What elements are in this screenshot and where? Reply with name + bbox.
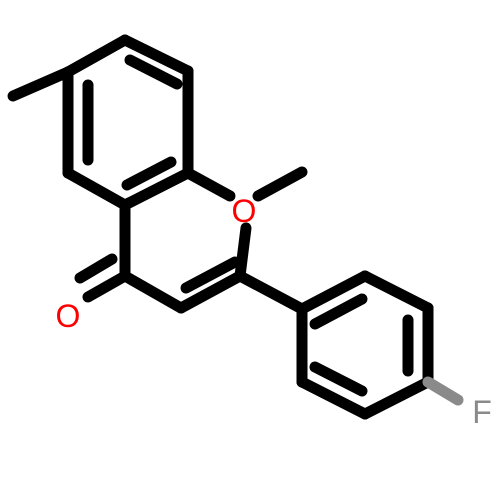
bond-aryl-1-inner [309,293,368,330]
bond-benzo-2 [119,34,194,77]
bond-aryl-2 [359,270,434,314]
bond-ring-o-right [252,166,308,202]
fluorine-label: F [472,394,492,430]
bond-aryl-5-inner [309,361,368,397]
bond-c4-c3 [119,270,187,314]
bond-methyl [7,66,74,102]
bond-benzo-2-inner [124,54,183,90]
bond-c3-c2-inner [180,256,241,294]
bond-carbonyl-1 [82,270,131,303]
carbonyl-oxygen-label: O [56,298,81,334]
bond-aryl-5 [296,376,371,420]
bond-aryl-link [234,270,308,315]
bond-c2-o [234,222,252,282]
bond-benzo-5 [62,167,131,211]
bond-c3-c2 [175,270,246,314]
bond-ring-o-left [182,167,236,202]
bond-c-f [422,376,464,406]
ring-oxygen-label: O [232,193,257,229]
bond-aryl-4 [359,376,434,420]
bond-benzo-1 [62,34,131,78]
bond-benzo-4-inner [121,156,177,191]
bond-aryl-1 [296,270,371,315]
bond-carbonyl-2 [74,253,118,284]
bond-benzo-4 [119,167,194,211]
